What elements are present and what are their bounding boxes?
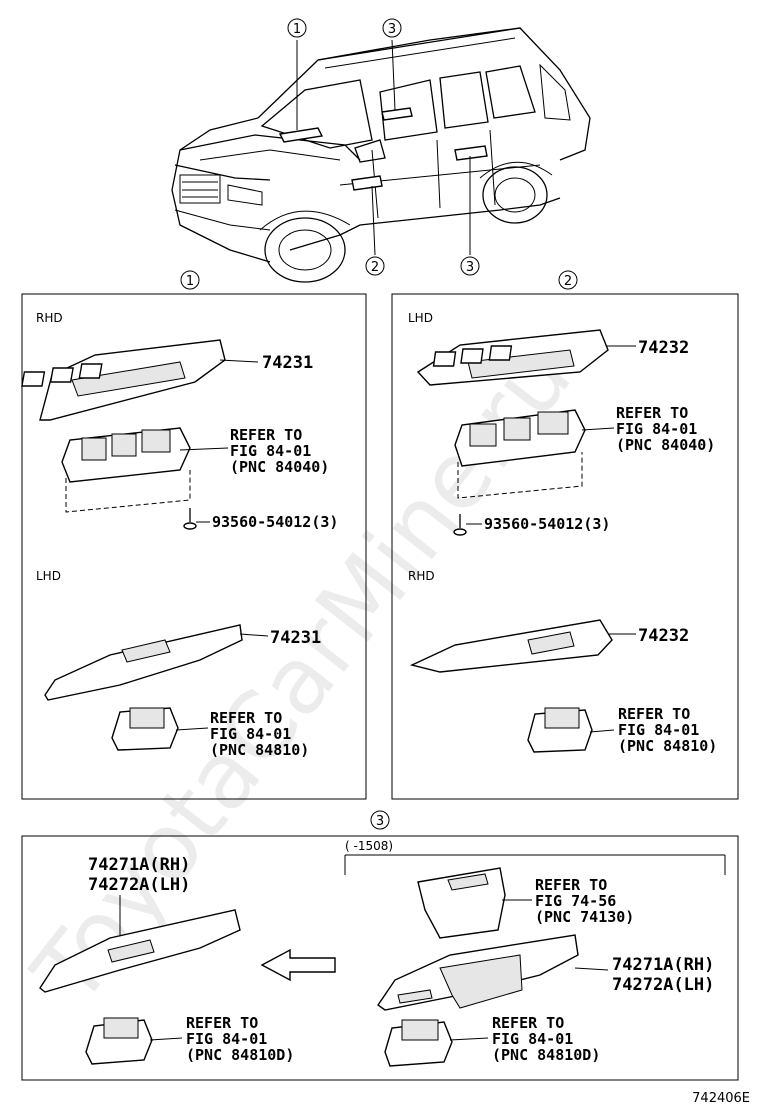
panel-3-range-bracket (344, 854, 726, 875)
svg-text:1: 1 (293, 22, 301, 37)
panel-1-rhd-label: RHD (36, 311, 63, 325)
callout-3-panel: 3 (370, 810, 390, 830)
panel-3-right-switch (384, 1019, 489, 1067)
panel-3-cup-ref-1: REFER TO (535, 876, 607, 894)
panel-2-frame (391, 293, 739, 800)
panel-1-single-bezel (44, 624, 269, 701)
panel-3-left-part-1: 74271A(RH) (88, 855, 190, 875)
panel-1-lhd-label: LHD (36, 569, 61, 583)
panel-1-frame (21, 293, 367, 800)
panel-2-lhd-label: LHD (408, 311, 433, 325)
figure-id: 742406E (692, 1091, 750, 1106)
panel-2-rhd-label: RHD (408, 569, 435, 583)
panel-3-frame (21, 835, 739, 1081)
svg-text:2: 2 (564, 274, 572, 289)
svg-text:3: 3 (376, 814, 384, 829)
panel-2-ref-bottom-1: REFER TO (618, 705, 690, 723)
panel-2-master-switch-bezel (416, 329, 636, 386)
panel-2-single-bezel (409, 619, 636, 673)
panel-1-ref-top-2: FIG 84-01 (230, 442, 311, 460)
panel-3-cup-holder (417, 867, 532, 939)
panel-3-right-part-2: 74272A(LH) (612, 975, 714, 995)
panel-2-ref-bottom-3: (PNC 84810) (618, 737, 717, 755)
svg-text:2: 2 (371, 260, 379, 275)
panel-1-single-switch (111, 707, 209, 751)
panel-1-master-switch-bezel (21, 339, 259, 421)
panel-2-ref-bottom-2: FIG 84-01 (618, 721, 699, 739)
panel-1-ref-bottom-2: FIG 84-01 (210, 725, 291, 743)
panel-2-ref-top-2: FIG 84-01 (616, 420, 697, 438)
panel-3-cup-ref-2: FIG 74-56 (535, 892, 616, 910)
panel-3-left-ref-1: REFER TO (186, 1014, 258, 1032)
panel-2-screw-label: 93560-54012(3) (484, 515, 610, 533)
callout-3-car: 3 (460, 256, 480, 276)
panel-2-master-switch (454, 409, 615, 499)
svg-text:3: 3 (466, 260, 474, 275)
callout-1-top: 1 (287, 18, 307, 38)
callout-3-top: 3 (382, 18, 402, 38)
panel-3-range-label: ( -1508) (345, 839, 393, 853)
panel-3-right-ref-2: FIG 84-01 (492, 1030, 573, 1048)
panel-3-left-ref-3: (PNC 84810D) (186, 1046, 294, 1064)
panel-1-screw-label: 93560-54012(3) (212, 513, 338, 531)
callout-1-panel: 1 (180, 270, 200, 290)
svg-text:3: 3 (388, 22, 396, 37)
panel-2-ref-top-1: REFER TO (616, 404, 688, 422)
panel-1-ref-bottom-3: (PNC 84810) (210, 741, 309, 759)
panel-3-right-part-1: 74271A(RH) (612, 955, 714, 975)
panel-3-right-ref-1: REFER TO (492, 1014, 564, 1032)
callout-2-car: 2 (365, 256, 385, 276)
direction-arrow (260, 948, 336, 982)
panel-1-screw (183, 508, 210, 530)
panel-3-right-ref-3: (PNC 84810D) (492, 1046, 600, 1064)
panel-3-left-ref-2: FIG 84-01 (186, 1030, 267, 1048)
panel-3-left-switch (85, 1017, 183, 1065)
svg-text:1: 1 (186, 274, 194, 289)
panel-1-part-bottom: 74231 (270, 628, 321, 648)
panel-3-cup-ref-3: (PNC 74130) (535, 908, 634, 926)
panel-1-ref-top-3: (PNC 84040) (230, 458, 329, 476)
panel-1-ref-top-1: REFER TO (230, 426, 302, 444)
panel-3-right-bezel (377, 934, 609, 1011)
callout-2-panel: 2 (558, 270, 578, 290)
panel-1-master-switch (61, 427, 229, 513)
panel-3-left-bezel (39, 909, 241, 993)
panel-2-part-top: 74232 (638, 338, 689, 358)
vehicle-illustration (171, 27, 591, 283)
panel-2-single-switch (527, 707, 615, 753)
panel-2-ref-top-3: (PNC 84040) (616, 436, 715, 454)
panel-2-screw (453, 514, 482, 536)
panel-1-part-top: 74231 (262, 353, 313, 373)
panel-3-left-part-2: 74272A(LH) (88, 875, 190, 895)
panel-1-ref-bottom-1: REFER TO (210, 709, 282, 727)
panel-2-part-bottom: 74232 (638, 626, 689, 646)
